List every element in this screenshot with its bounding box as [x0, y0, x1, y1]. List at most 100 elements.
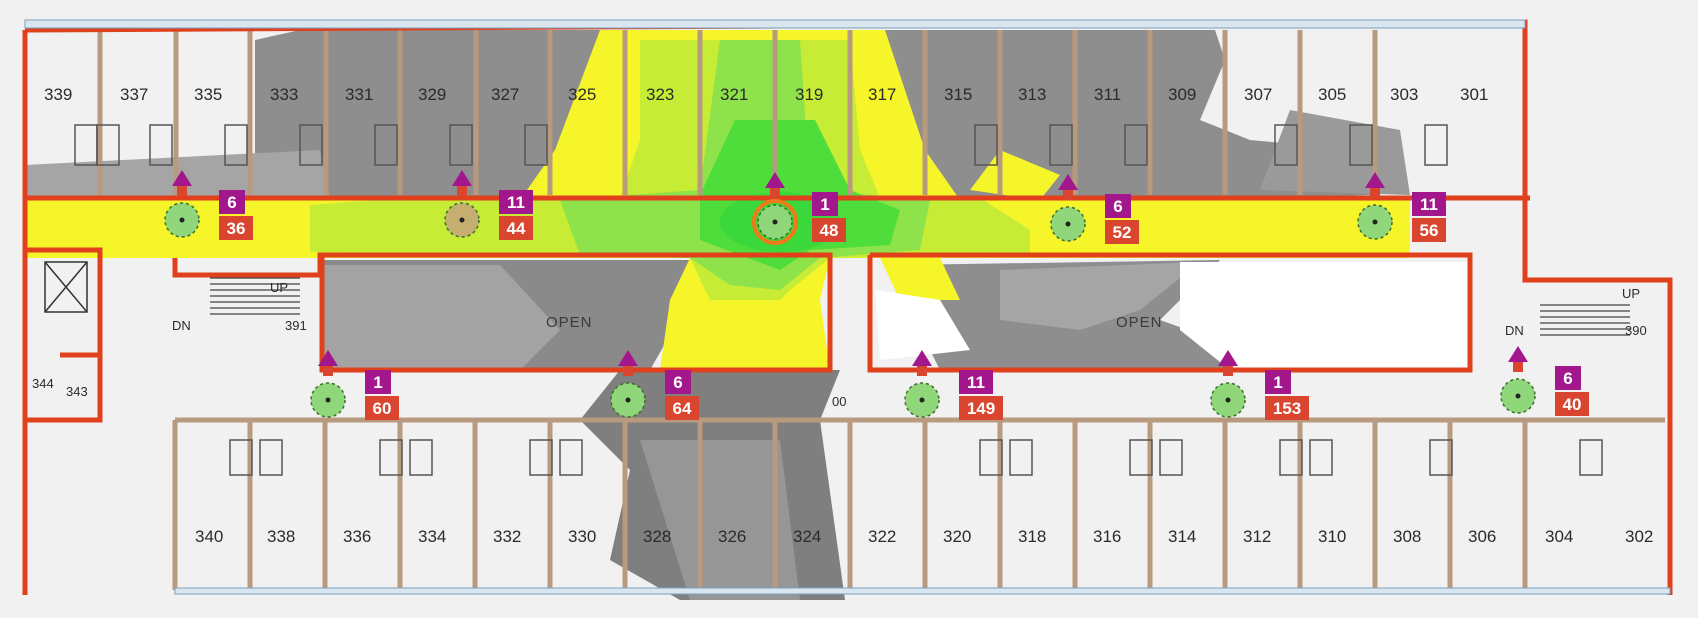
room-number: 328	[643, 527, 671, 546]
access-point-arrow-icon	[452, 170, 472, 186]
access-point-stem	[1370, 184, 1380, 198]
access-point[interactable]: 652	[1050, 174, 1139, 244]
room-number: 324	[793, 527, 821, 546]
value-badge	[1412, 218, 1446, 242]
room-number: 301	[1460, 85, 1488, 104]
access-point[interactable]: 160	[310, 350, 399, 420]
room-number: 317	[868, 85, 896, 104]
access-point-center-dot	[1515, 393, 1521, 399]
room-number-390: 390	[1625, 323, 1647, 338]
room-number: 303	[1390, 85, 1418, 104]
room-number: 327	[491, 85, 519, 104]
access-point-id: 149	[967, 399, 995, 418]
channel-badge	[499, 190, 533, 214]
room-number: 334	[418, 527, 446, 546]
access-point-center-dot	[772, 219, 778, 225]
channel-badge	[665, 370, 691, 394]
channel-number: 6	[673, 373, 682, 392]
room-number: 338	[267, 527, 295, 546]
channel-number: 6	[227, 193, 236, 212]
access-point-stem	[457, 182, 467, 196]
room-number: 316	[1093, 527, 1121, 546]
room-number: 326	[718, 527, 746, 546]
room-number: 336	[343, 527, 371, 546]
access-point-arrow-icon	[1365, 172, 1385, 188]
room-number: 318	[1018, 527, 1046, 546]
access-point-center-dot	[919, 397, 925, 403]
access-point[interactable]: 636	[164, 170, 253, 240]
access-point-center-dot	[625, 397, 631, 403]
access-point-id: 56	[1420, 221, 1439, 240]
value-badge	[499, 216, 533, 240]
access-point-center-dot	[1065, 221, 1071, 227]
channel-badge	[959, 370, 993, 394]
access-point-stem	[1223, 362, 1233, 376]
coverage-weak-zone	[880, 258, 960, 300]
top-room-labels: 339 337 335 333 331 329 327 325 323 321 …	[44, 85, 1488, 104]
access-point-center-dot	[459, 217, 465, 223]
access-point-arrow-icon	[618, 350, 638, 366]
access-point-center-dot	[179, 217, 185, 223]
open-area-label: OPEN	[1116, 314, 1163, 331]
stairs-up-label: UP	[270, 280, 288, 295]
room-number: 302	[1625, 527, 1653, 546]
stairs-up-label-right: UP	[1622, 286, 1640, 301]
room-number: 332	[493, 527, 521, 546]
no-coverage-zone	[640, 440, 800, 600]
room-number: 312	[1243, 527, 1271, 546]
access-point-stem	[917, 362, 927, 376]
channel-badge	[812, 192, 838, 216]
channel-number: 1	[820, 195, 829, 214]
room-number: 329	[418, 85, 446, 104]
channel-number: 1	[1273, 373, 1282, 392]
room-number: 331	[345, 85, 373, 104]
value-badge	[959, 396, 1003, 420]
room-number: 305	[1318, 85, 1346, 104]
value-badge	[1555, 392, 1589, 416]
access-point-id: 64	[673, 399, 692, 418]
channel-badge	[1412, 192, 1446, 216]
selected-ring-icon	[752, 199, 798, 245]
coverage-weak-zone	[970, 150, 1060, 200]
access-point-id: 60	[373, 399, 392, 418]
access-point-stem	[1513, 358, 1523, 372]
access-point-stem	[1063, 186, 1073, 200]
value-badge	[812, 218, 846, 242]
access-point-id: 44	[507, 219, 526, 238]
room-number: 325	[568, 85, 596, 104]
channel-number: 11	[507, 193, 525, 212]
channel-number: 6	[1113, 197, 1122, 216]
stairs-right	[1540, 304, 1630, 336]
access-point-center-dot	[1372, 219, 1378, 225]
room-number-344: 344	[32, 376, 54, 391]
outer-frame-top	[24, 19, 1526, 29]
channel-number: 6	[1563, 369, 1572, 388]
room-number: 330	[568, 527, 596, 546]
access-point[interactable]: 148	[752, 172, 846, 245]
access-point[interactable]: 664	[610, 350, 699, 420]
room-number: 340	[195, 527, 223, 546]
misc-label: 00	[832, 394, 846, 409]
access-point-id: 40	[1563, 395, 1582, 414]
room-number: 308	[1393, 527, 1421, 546]
channel-badge	[1265, 370, 1291, 394]
room-number: 333	[270, 85, 298, 104]
elevator-symbol	[44, 261, 88, 313]
room-number: 315	[944, 85, 972, 104]
access-point-arrow-icon	[1218, 350, 1238, 366]
value-badge	[665, 396, 699, 420]
bottom-room-labels: 340 338 336 334 332 330 328 326 324 322 …	[195, 527, 1653, 546]
room-number-343: 343	[66, 384, 88, 399]
no-coverage-zone	[322, 265, 560, 370]
room-number: 320	[943, 527, 971, 546]
channel-number: 11	[967, 373, 985, 392]
room-number: 307	[1244, 85, 1272, 104]
access-point[interactable]: 640	[1500, 346, 1589, 416]
channel-number: 11	[1420, 195, 1438, 214]
